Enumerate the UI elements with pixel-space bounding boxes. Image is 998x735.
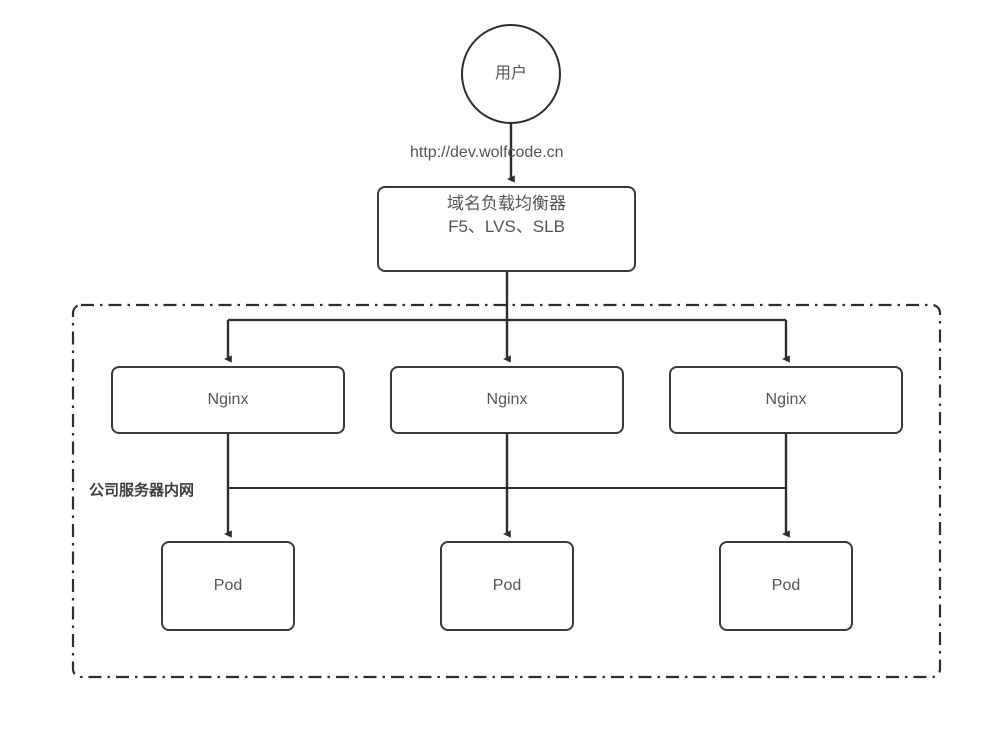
node-pod-2-label: Pod [492, 577, 522, 595]
node-pod-3-label: Pod [771, 577, 801, 595]
node-load-balancer[interactable]: 域名负载均衡器 F5、LVS、SLB [377, 186, 636, 272]
node-nginx-3-label: Nginx [765, 391, 807, 409]
edge-label-user-to-lb: http://dev.wolfcode.cn [410, 144, 564, 161]
node-pod-3[interactable]: Pod [719, 541, 853, 631]
node-nginx-2[interactable]: Nginx [390, 366, 624, 434]
node-pod-1[interactable]: Pod [161, 541, 295, 631]
node-load-balancer-label: 域名负载均衡器 F5、LVS、SLB [447, 194, 566, 236]
node-pod-1-label: Pod [213, 577, 243, 595]
node-nginx-2-label: Nginx [486, 391, 528, 409]
intranet-zone-label: 公司服务器内网 [85, 479, 199, 500]
node-nginx-1[interactable]: Nginx [111, 366, 345, 434]
node-nginx-1-label: Nginx [207, 391, 249, 409]
node-pod-2[interactable]: Pod [440, 541, 574, 631]
node-user[interactable]: 用户 [461, 24, 561, 124]
node-user-label: 用户 [494, 65, 527, 83]
node-nginx-3[interactable]: Nginx [669, 366, 903, 434]
